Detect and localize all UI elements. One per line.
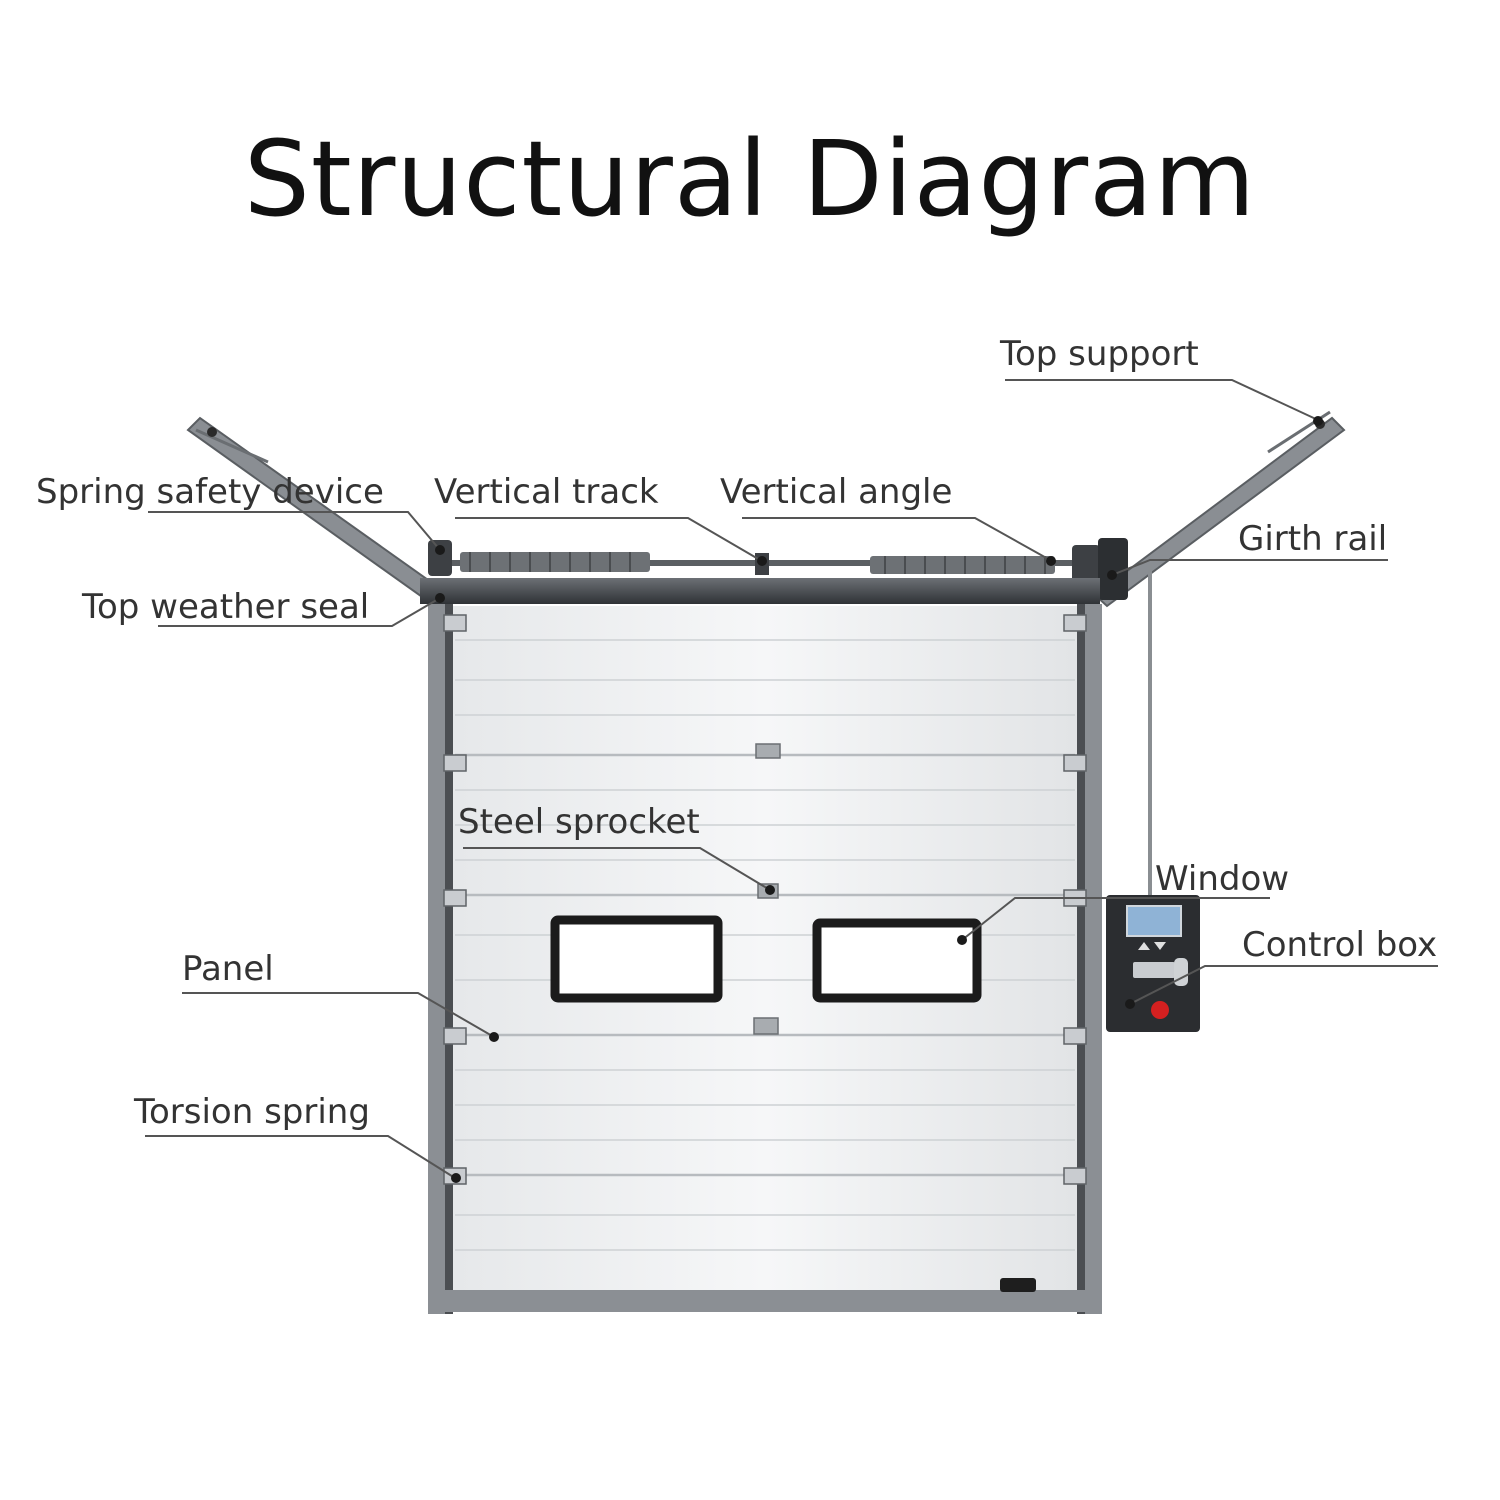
bottom-seal (430, 1290, 1102, 1312)
control-box (1106, 895, 1200, 1032)
top-support-right (1093, 410, 1346, 608)
label-vertical-track: Vertical track (434, 472, 659, 512)
leader-torsion-spring (145, 1135, 456, 1179)
leader-window (961, 897, 1270, 941)
label-panel: Panel (182, 949, 274, 989)
label-steel-sprocket: Steel sprocket (458, 802, 700, 842)
label-girth-rail: Girth rail (1238, 519, 1387, 559)
label-top-weather-seal: Top weather seal (81, 587, 369, 627)
leader-top-support (1005, 379, 1319, 421)
panel-ribs (455, 639, 1075, 1251)
leader-panel (182, 992, 495, 1038)
page-title: Structural Diagram (243, 118, 1257, 240)
leader-vertical-track (455, 517, 761, 561)
window-left (550, 915, 723, 1003)
door-panel (453, 606, 1077, 1304)
leader-spring-safety-device (148, 511, 441, 551)
bottom-handle (1000, 1278, 1036, 1292)
leader-girth-rail (1111, 559, 1388, 576)
label-control-box: Control box (1242, 925, 1437, 965)
callout-dots (435, 416, 1323, 1183)
left-vertical-rail (428, 604, 450, 1314)
leader-control-box (1129, 965, 1438, 1005)
window-right (812, 918, 982, 1003)
label-spring-safety-device: Spring safety device (36, 472, 384, 512)
label-top-support: Top support (999, 334, 1199, 374)
leader-top-weather-seal (158, 597, 441, 627)
leader-steel-sprocket (463, 847, 771, 891)
label-window: Window (1155, 859, 1289, 899)
leader-vertical-angle (742, 517, 1051, 561)
hinges (753, 743, 781, 1035)
header-bar (420, 578, 1100, 604)
label-vertical-angle: Vertical angle (720, 472, 952, 512)
label-torsion-spring: Torsion spring (133, 1092, 370, 1132)
leader-lines (145, 379, 1438, 1179)
right-vertical-rail (1080, 604, 1102, 1314)
